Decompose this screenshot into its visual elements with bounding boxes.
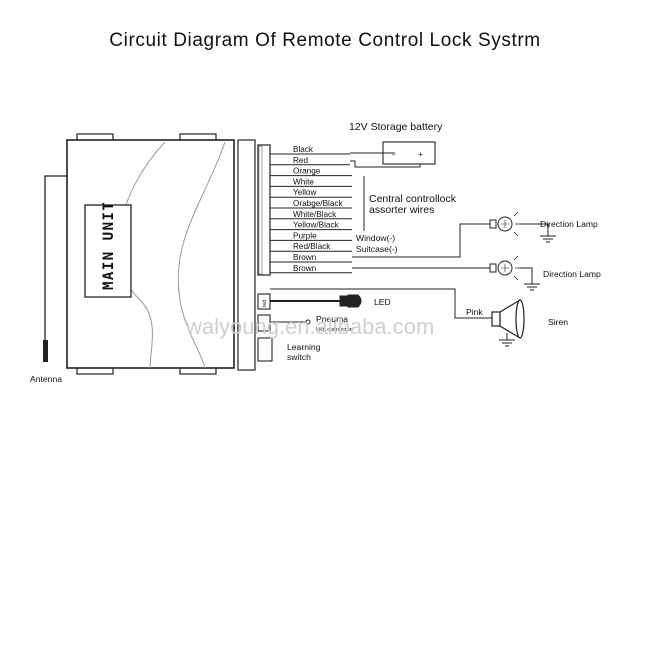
wire-label: Orange [293,167,321,176]
wire-label: Black [293,145,314,154]
learning-switch-button[interactable] [257,337,273,362]
led-label: LED [374,297,391,307]
siren-icon [491,298,525,340]
wire-label: Yellow [293,188,316,197]
wire-label: Brown [293,253,317,262]
wire-labels: BlackRedOrangeWhiteYellowOrabge/BlackWhi… [293,145,344,273]
battery-plus: + [418,149,423,159]
wire-label: Red [293,156,308,165]
pink-label: Pink [466,307,483,317]
direction-lamp-icon [489,255,520,281]
pneumatic-label-1: Pneuma [316,314,348,324]
led-connector: led [257,293,271,310]
pneumatic-label-2: lock connector [316,327,352,333]
main-unit-label: MAIN UNIT [101,201,117,290]
learning-switch-label-2: switch [287,352,311,362]
window-label: Window(-) [356,233,395,243]
led-icon [270,294,362,308]
battery: - + [382,141,436,165]
diagram-title: Circuit Diagram Of Remote Control Lock S… [109,30,541,51]
svg-text:led: led [262,300,268,307]
wire-label: Orabge/Black [293,199,344,208]
suitcase-label: Suitcase(-) [356,244,398,254]
pneumatic-connector [257,314,271,332]
battery-wires [350,152,421,168]
central-lock-label-2: assorter wires [369,204,434,216]
main-unit [66,133,235,375]
siren-wires [270,288,515,347]
wire-label: Red/Black [293,242,331,251]
wire-label: White [293,177,314,186]
wire-label: Yellow/Black [293,221,340,230]
pneumatic-wire [270,319,311,325]
watermark: walyoung.en.alibaba.com [185,314,434,339]
wire-label: Purple [293,231,317,240]
siren-label: Siren [548,317,568,327]
direction-lamp-label-1: Direction Lamp [540,219,598,229]
lamp-wires [352,223,556,291]
learning-switch-label-1: Learning [287,342,321,352]
wire-lines [270,153,352,274]
direction-lamp-label-2: Direction Lamp [543,269,601,279]
wire-label: White/Black [293,210,337,219]
wire-connector [237,139,271,371]
antenna [43,175,67,362]
central-lock-label-1: Central controllock [369,193,457,205]
battery-minus: - [392,149,395,159]
wire-label: Brown [293,264,317,273]
antenna-label: Antenna [30,374,62,384]
direction-lamp-icon [489,211,520,237]
battery-label: 12V Storage battery [349,121,443,133]
